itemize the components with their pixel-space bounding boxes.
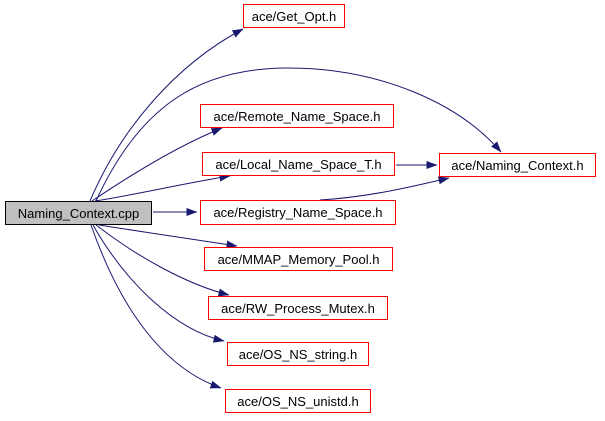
edge-cpp-to-rw-process-mutex (95, 224, 230, 297)
node-ace-rw-process-mutex-h[interactable]: ace/RW_Process_Mutex.h (208, 296, 388, 320)
node-ace-remote-name-space-h[interactable]: ace/Remote_Name_Space.h (200, 104, 394, 128)
node-naming-context-cpp: Naming_Context.cpp (5, 201, 152, 225)
edge-cpp-to-mmap-memory-pool (98, 224, 238, 249)
edge-registry-to-naming-context-h (319, 176, 450, 201)
edge-cpp-to-get-opt (89, 28, 244, 202)
node-ace-get-opt-h[interactable]: ace/Get_Opt.h (243, 4, 345, 28)
edge-cpp-to-remote-name-space (91, 127, 223, 202)
node-ace-mmap-memory-pool-h[interactable]: ace/MMAP_Memory_Pool.h (204, 247, 393, 271)
node-ace-os-ns-unistd-h[interactable]: ace/OS_NS_unistd.h (225, 389, 371, 413)
edge-cpp-to-os-ns-unistd (90, 224, 222, 389)
edge-cpp-to-os-ns-string (92, 224, 225, 343)
edge-cpp-to-local-name-space-t (94, 173, 231, 202)
node-ace-naming-context-h[interactable]: ace/Naming_Context.h (439, 153, 596, 177)
node-ace-registry-name-space-h[interactable]: ace/Registry_Name_Space.h (200, 200, 396, 225)
edge-cpp-to-naming-context-h (95, 67, 502, 202)
node-ace-os-ns-string-h[interactable]: ace/OS_NS_string.h (227, 342, 369, 366)
node-ace-local-name-space-t-h[interactable]: ace/Local_Name_Space_T.h (202, 152, 395, 176)
